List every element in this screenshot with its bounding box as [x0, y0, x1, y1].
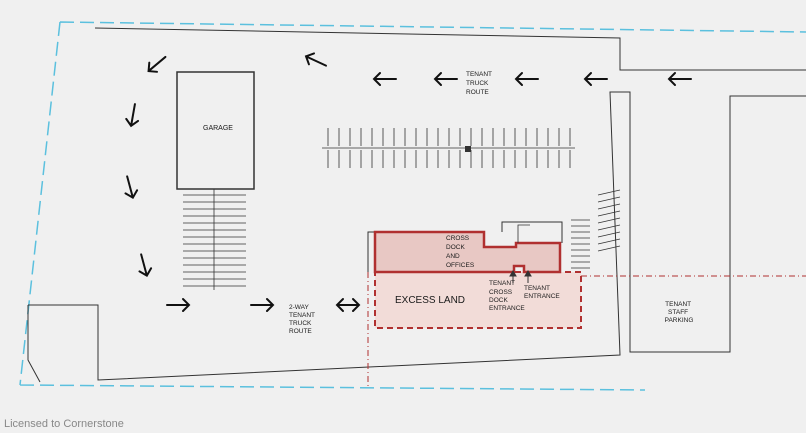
- tsp-line3: PARKING: [665, 317, 694, 324]
- tcde-line1: TENANT: [489, 280, 515, 287]
- site-outline-lower: [28, 91, 806, 381]
- ttr-line1: TENANT: [466, 71, 492, 78]
- cross-dock-label-line1: CROSS: [446, 235, 470, 242]
- dock-stalls: [571, 219, 590, 269]
- route-arrow-icon: [372, 72, 397, 86]
- tenant-staff-parking-label: TENANT STAFF PARKING: [665, 301, 694, 324]
- twr-line2: TENANT: [289, 312, 315, 319]
- two-way-route-label: 2-WAY TENANT TRUCK ROUTE: [289, 304, 317, 335]
- garage-stairs: [183, 189, 246, 290]
- parking-marker: [465, 146, 471, 152]
- dock-inner: [517, 224, 530, 243]
- route-arrow-icon: [667, 72, 692, 86]
- ttr-line3: ROUTE: [466, 89, 489, 96]
- tsp-line1: TENANT: [665, 301, 691, 308]
- tenant-truck-route-label: TENANT TRUCK ROUTE: [466, 71, 494, 96]
- tenant-entrance-label: TENANT ENTRANCE: [524, 285, 560, 300]
- excess-land-label: EXCESS LAND: [395, 295, 465, 306]
- cross-dock-label: CROSS DOCK AND OFFICES: [446, 235, 475, 269]
- license-footer: Licensed to Cornerstone: [4, 418, 124, 430]
- te-line1: TENANT: [524, 285, 550, 292]
- route-arrow-icon: [147, 55, 167, 73]
- route-arrow-icon: [166, 298, 191, 312]
- site-outline: [94, 27, 806, 71]
- tsp-line2: STAFF: [668, 309, 688, 316]
- route-arrow-icon: [125, 103, 140, 128]
- building-wall: [367, 231, 375, 272]
- route-arrow-icon: [250, 298, 275, 312]
- parking-stalls: [322, 128, 575, 168]
- property-boundary: [19, 21, 806, 391]
- route-arrow-icon: [433, 72, 458, 86]
- tcde-line3: DOCK: [489, 297, 508, 304]
- cross-dock-label-line4: OFFICES: [446, 262, 475, 269]
- route-arrows: [124, 52, 692, 312]
- tenant-cross-dock-entrance-label: TENANT CROSS DOCK ENTRANCE: [489, 280, 525, 312]
- twr-line1: 2-WAY: [289, 304, 310, 311]
- cross-dock-label-line2: DOCK: [446, 244, 465, 251]
- garage-label: GARAGE: [203, 125, 233, 132]
- excess-land-area: [374, 271, 582, 329]
- dock-outline: [501, 221, 563, 243]
- route-arrow-icon: [514, 72, 539, 86]
- route-arrow-icon: [138, 253, 153, 277]
- two-way-arrow-icon: [335, 298, 361, 312]
- site-outline-left: [27, 305, 41, 383]
- tcde-line2: CROSS: [489, 289, 513, 296]
- entrance-arrows: [509, 270, 532, 283]
- route-arrow-icon: [304, 52, 327, 67]
- route-arrow-icon: [124, 175, 139, 199]
- te-line2: ENTRANCE: [524, 293, 560, 300]
- twr-line3: TRUCK: [289, 320, 312, 327]
- parking-stalls-right: [597, 189, 621, 252]
- garage-building: [176, 71, 255, 190]
- twr-line4: ROUTE: [289, 328, 312, 335]
- tcde-line4: ENTRANCE: [489, 305, 525, 312]
- ttr-line2: TRUCK: [466, 80, 489, 87]
- cross-dock-label-line3: AND: [446, 253, 460, 260]
- route-arrow-icon: [583, 72, 608, 86]
